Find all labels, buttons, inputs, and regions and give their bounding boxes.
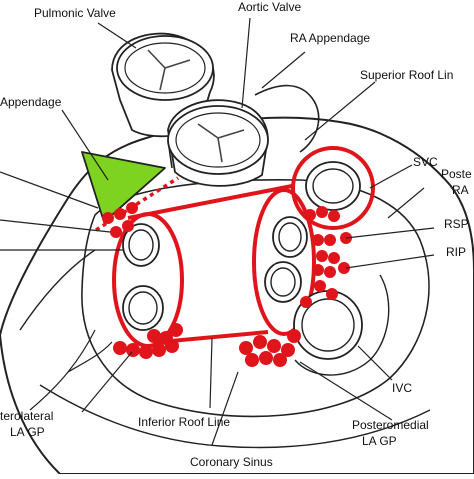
- label-posteromedial-1: Posteromedial: [352, 418, 429, 432]
- ra-appendage-outline: [254, 84, 320, 153]
- superior-roof-line: [127, 184, 293, 220]
- posterior-wall-contour: [19, 249, 96, 331]
- ivc-vessel: [293, 290, 363, 360]
- label-svc: SVC: [413, 155, 438, 169]
- gp-cluster-left-superior: [102, 202, 138, 238]
- label-la-appendage: Appendage: [0, 95, 62, 109]
- label-ra-appendage: RA Appendage: [290, 31, 370, 45]
- label-aortic-valve: Aortic Valve: [238, 0, 301, 14]
- gp-cluster-left-inferior: [113, 323, 183, 359]
- label-superior-roof-line: Superior Roof Lin: [360, 68, 453, 82]
- gp-cluster-posteromedial: [239, 329, 301, 367]
- label-posterior-ra-1: Poste: [441, 167, 472, 181]
- label-pulmonic-valve: Pulmonic Valve: [34, 6, 116, 20]
- ivc-coronary-contour: [294, 274, 390, 376]
- right-pv-isolation-ellipse: [252, 188, 316, 336]
- label-rspv: RSP: [444, 217, 469, 231]
- pulmonary-vein-lipv: [122, 285, 164, 331]
- label-posterior-ra-2: RA: [452, 183, 469, 197]
- inferior-roof-line: [159, 330, 269, 344]
- leader-lines: [0, 17, 435, 446]
- label-ivc: IVC: [392, 381, 412, 395]
- label-posterolateral-2: LA GP: [10, 425, 45, 439]
- pulmonic-valve: [111, 32, 215, 138]
- pulmonary-vein-ripv: [264, 261, 302, 303]
- pulmonary-vein-rspv: [272, 216, 308, 258]
- aortic-valve: [167, 99, 269, 187]
- la-appendage-green: [81, 151, 166, 223]
- gp-cluster-right: [300, 206, 352, 308]
- label-posterolateral-1: terolateral: [0, 409, 53, 423]
- atrial-floor-contour: [39, 384, 431, 449]
- svc-vessel: [291, 146, 375, 230]
- label-posteromedial-2: LA GP: [362, 434, 397, 448]
- label-ripv: RIP: [446, 245, 466, 259]
- label-coronary-sinus: Coronary Sinus: [190, 455, 273, 469]
- label-inferior-roof-line: Inferior Roof Line: [138, 415, 230, 429]
- coronary-vessel: [29, 329, 113, 411]
- pulmonary-vein-lspv: [122, 223, 160, 267]
